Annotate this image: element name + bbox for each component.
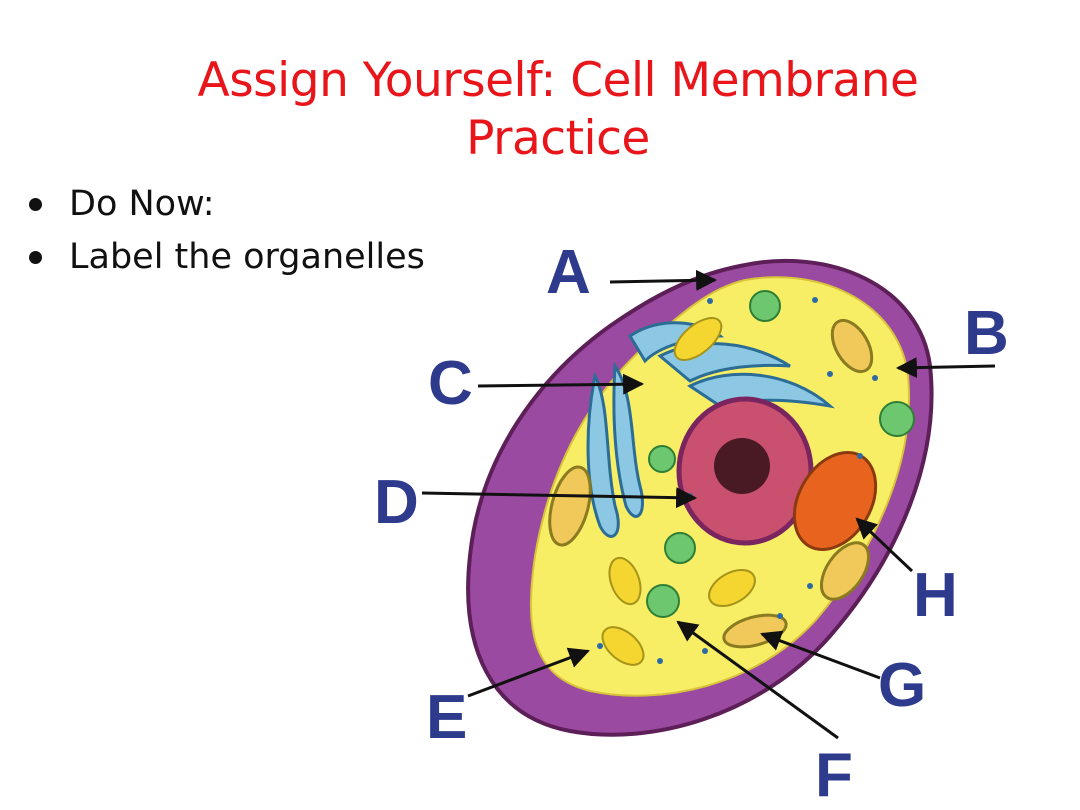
label-b: B	[964, 299, 1009, 368]
bullet-list: Do Now: Label the organelles	[24, 178, 425, 284]
mitochondria	[548, 318, 874, 649]
lysosomes	[601, 317, 756, 666]
label-arrows	[421, 269, 996, 740]
label-a: A	[546, 238, 591, 307]
label-g: G	[878, 651, 926, 720]
bullet-dot-icon	[29, 198, 42, 211]
label-h: H	[913, 561, 958, 630]
bullet-text: Label the organelles	[69, 237, 425, 277]
bullet-item: Do Now:	[24, 178, 425, 231]
cell-diagram: A B C D E F G H	[374, 238, 1009, 810]
label-d: D	[374, 468, 419, 537]
nucleus	[676, 396, 814, 546]
vacuoles	[646, 290, 915, 618]
label-e: E	[426, 683, 467, 752]
bullet-item: Label the organelles	[24, 231, 425, 284]
letter-labels: A B C D E F G H	[374, 238, 1009, 810]
bullet-text: Do Now:	[69, 184, 215, 224]
bullet-dot-icon	[29, 251, 42, 264]
label-f: F	[815, 741, 853, 810]
label-c: C	[428, 349, 473, 418]
slide-title: Assign Yourself: Cell Membrane Practice	[197, 53, 919, 166]
